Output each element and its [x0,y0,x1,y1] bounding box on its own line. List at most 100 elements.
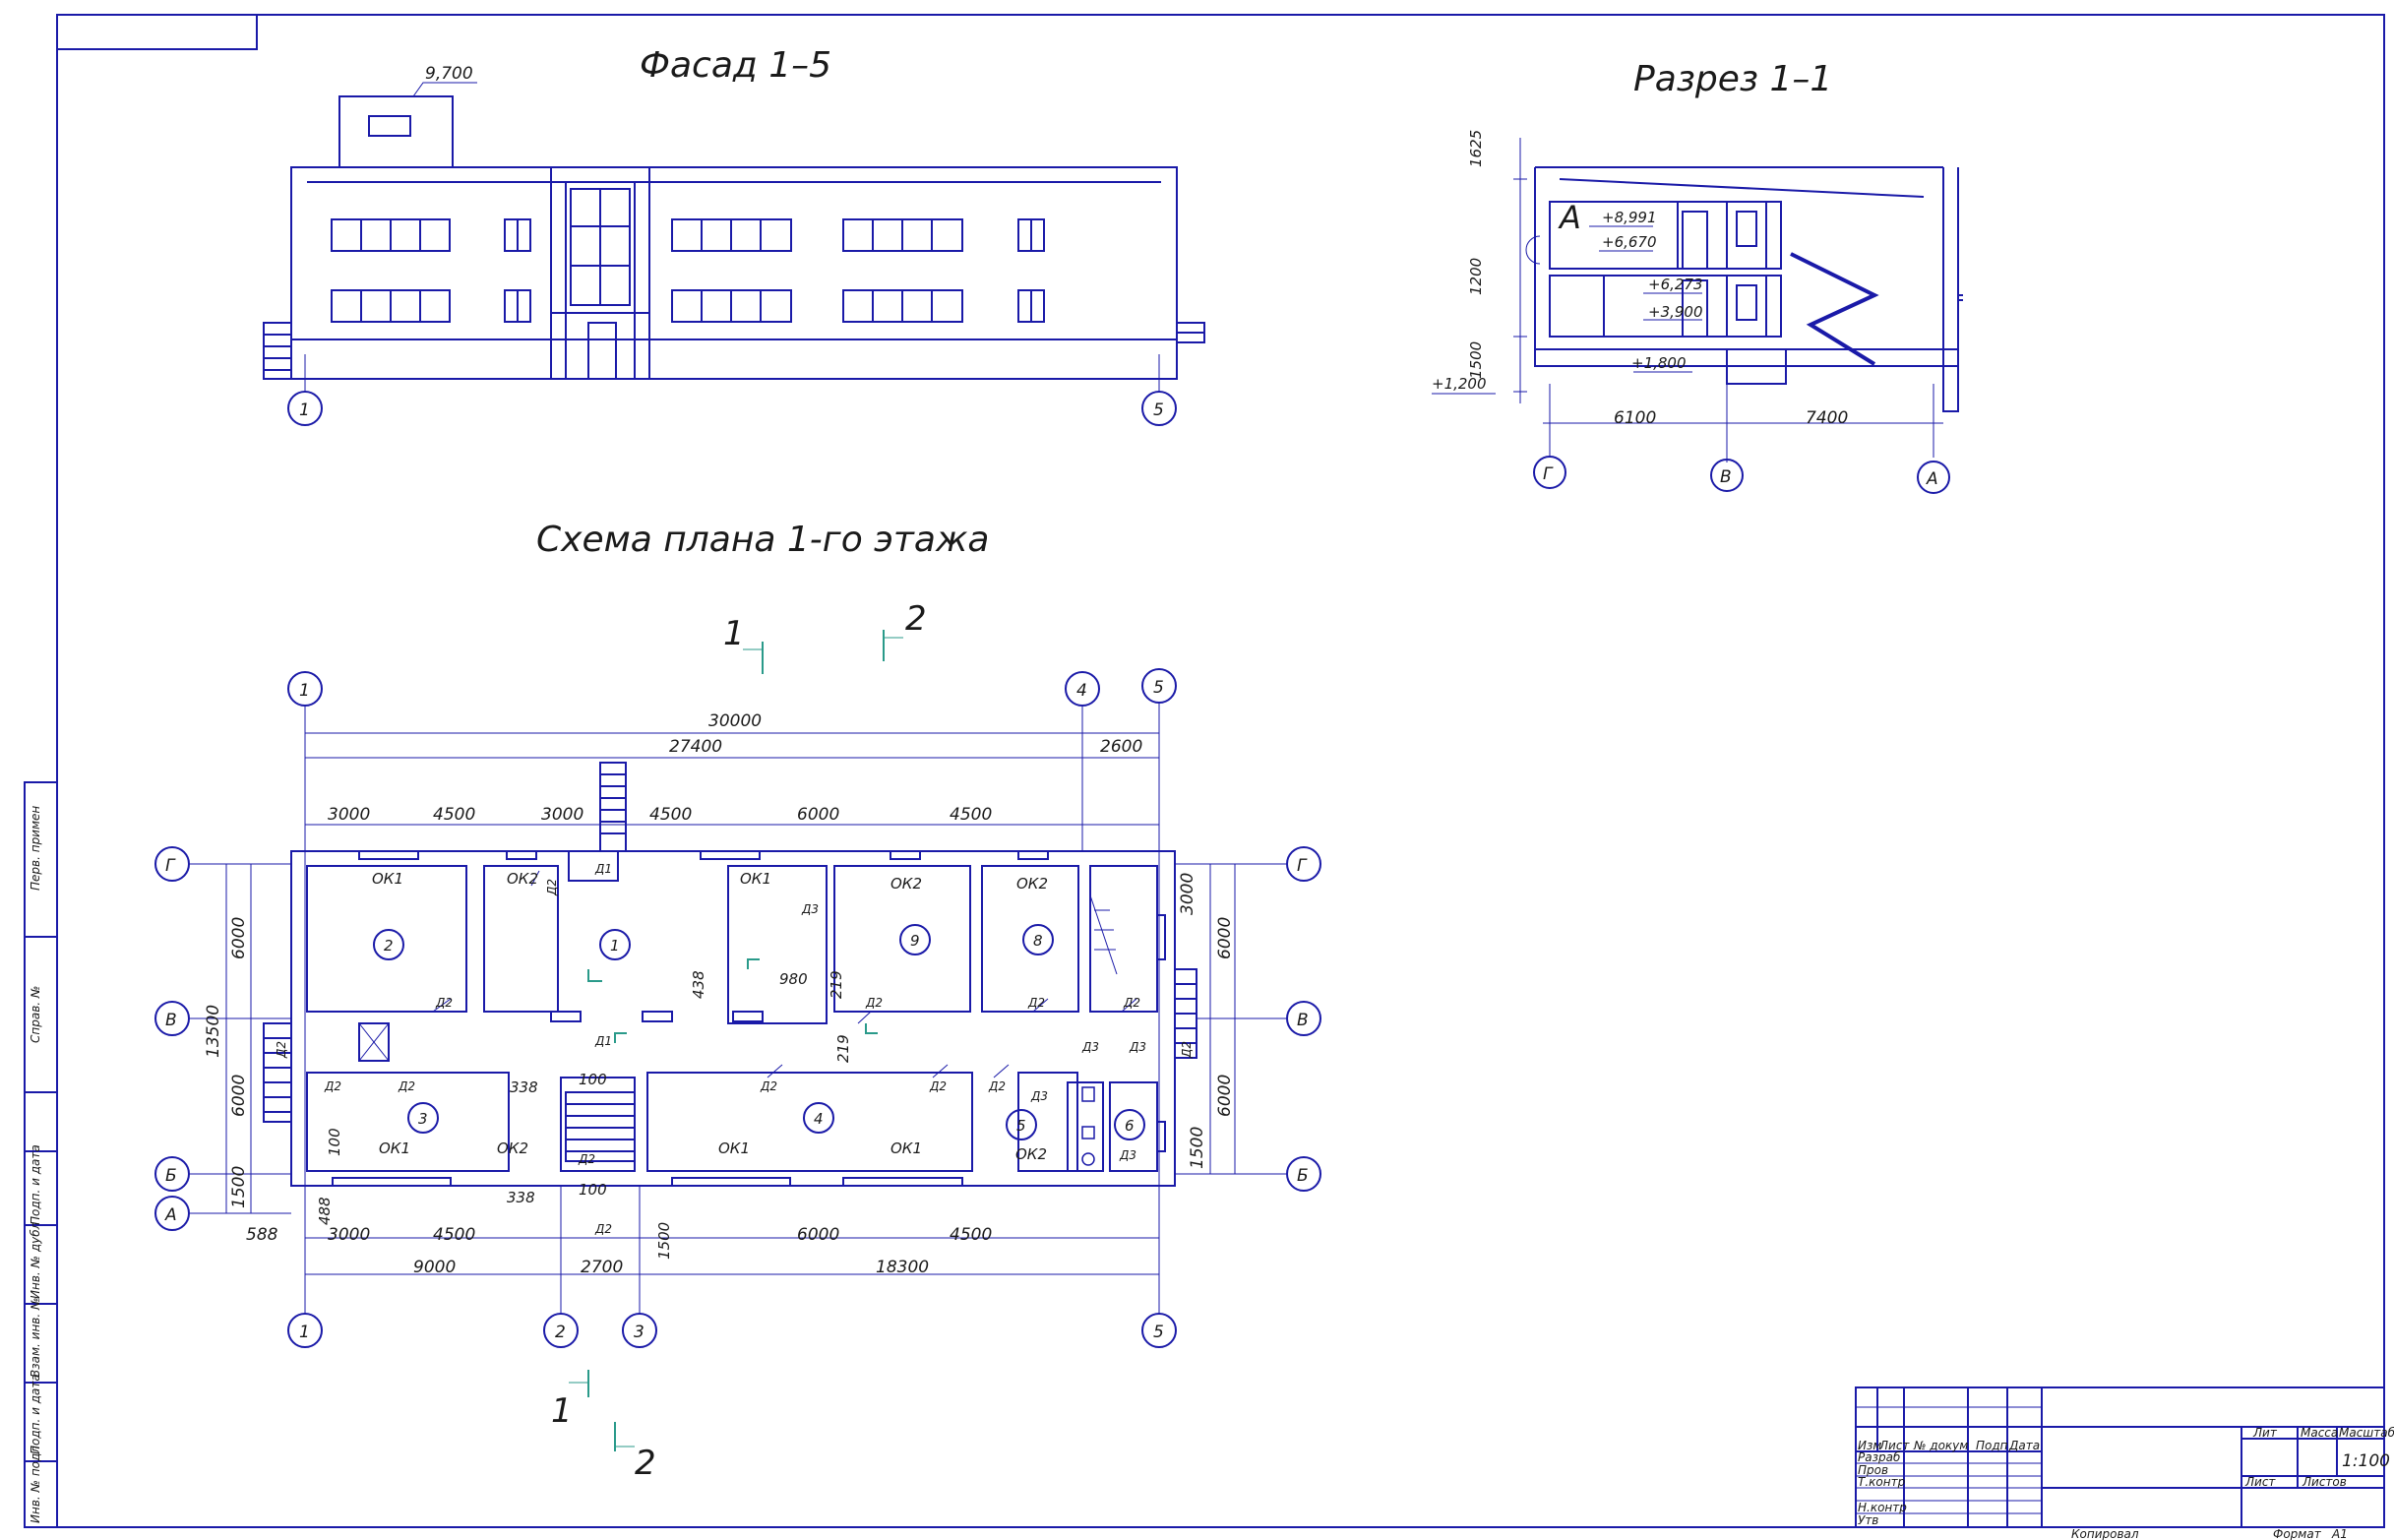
dim-right: 6000 [1215,1075,1235,1117]
dim-misc: 488 [316,1197,334,1225]
room-number: 2 [384,937,394,955]
door-mark: Д2 [1027,996,1045,1010]
level-mark: +6,670 [1602,233,1657,251]
cut-label: 2 [905,599,927,639]
cut-label: 1 [551,1391,573,1431]
roof-mark: 9,700 [425,64,473,84]
door-mark: Д2 [760,1079,777,1093]
tb-header: Изм [1858,1439,1881,1452]
facade-view: Фасад 1–5 [263,45,1205,426]
dim-left: 6000 [229,1075,249,1117]
stamp-label: Перв. примен [29,806,42,891]
room-number: 6 [1125,1117,1135,1135]
door-mark: Д2 [275,1041,288,1059]
tb-header: № докум [1913,1439,1968,1452]
door-mark: Д3 [1129,1040,1146,1054]
tb-header: Дата [2008,1439,2040,1452]
axis-label: Б [165,1166,177,1186]
level-mark: +6,273 [1648,276,1703,293]
level-mark: +3,900 [1648,303,1703,321]
section-zone: А [1558,199,1581,236]
dim-top: 4500 [433,805,475,825]
tb-scale-label: Масштаб [2339,1426,2394,1440]
stamp-label: Взам. инв. № [29,1298,42,1378]
door-mark: Д3 [1119,1148,1136,1162]
section-dim: 1500 [1467,341,1485,379]
dim-bottom: 588 [246,1225,278,1245]
dim-misc: 338 [510,1078,538,1096]
door-mark: Д2 [1123,996,1140,1010]
room-number: 9 [910,932,920,950]
door-mark: Д1 [594,862,612,876]
dim-bottom: 18300 [876,1258,929,1277]
dim-right: 1500 [1188,1127,1207,1169]
window-mark: ОК1 [890,1140,922,1157]
dim-misc: 338 [507,1189,535,1206]
door-mark: Д2 [865,996,883,1010]
tb-header: Лист [1878,1439,1910,1452]
facade-outline [290,166,1178,380]
axis-label: В [165,1011,177,1030]
tb-sheet: Лист [2244,1475,2276,1489]
door-mark: Д2 [545,879,559,896]
title-block: Изм Лист № докум Подп Дата Разраб Пров Т… [1855,1386,2394,1540]
dim-misc: 100 [579,1071,607,1088]
sheet-frame [56,14,2385,1528]
dim-top: 3000 [541,805,583,825]
axis-label: 5 [1153,1323,1164,1342]
axis-label: Г [165,856,176,876]
axis-label: В [1720,467,1732,487]
dim-misc: 100 [326,1128,343,1156]
axis-label: 4 [1076,681,1087,701]
door-mark: Д3 [1081,1040,1099,1054]
dim-left: 1500 [229,1166,249,1208]
tb-role: Т.контр [1858,1475,1906,1489]
room-number: 3 [418,1110,428,1128]
dim-misc: 980 [779,970,808,988]
dim-right: 6000 [1215,917,1235,959]
section-dim: 1200 [1467,258,1485,295]
dim-right: 3000 [1178,873,1197,915]
stamp-label: Подп. и дата [29,1374,42,1454]
dim-misc: 1500 [655,1222,673,1260]
section-dim: 6100 [1614,408,1656,428]
door-mark: Д2 [578,1152,595,1166]
window-mark: ОК2 [507,870,538,888]
room-number: 5 [1016,1117,1026,1135]
tb-role: Пров [1858,1463,1888,1477]
door-mark: Д3 [1030,1089,1048,1103]
door-mark: Д2 [929,1079,947,1093]
side-stamp [24,781,58,1528]
tb-header: Подп [1976,1439,2008,1452]
level-mark: +8,991 [1602,209,1657,226]
plan-title: Схема плана 1-го этажа [536,520,989,560]
window-mark: ОК2 [890,875,922,893]
stamp-label: Подп. и дата [29,1144,42,1225]
tb-format: А1 [2331,1527,2348,1540]
dim-overall: 30000 [708,711,762,731]
tb-lit: Лит [2252,1426,2278,1440]
cut-label: 2 [635,1444,656,1483]
dim-left: 13500 [204,1005,223,1058]
axis-label: Г [1543,464,1554,484]
door-mark: Д2 [594,1222,612,1236]
axis-label: 1 [299,681,310,701]
section-dim: 7400 [1806,408,1848,428]
level-mark: +1,800 [1631,354,1687,372]
tb-copied: Копировал [2071,1527,2139,1540]
dim-bottom: 4500 [950,1225,992,1245]
dim-misc: 438 [690,970,707,999]
plan-view: Схема плана 1-го этажа 1 2 1 2 [154,520,1321,1483]
window-mark: ОК1 [379,1140,410,1157]
section-dim: 1625 [1467,130,1485,167]
tb-scale: 1:100 [2342,1451,2390,1471]
window-mark: ОК2 [497,1140,528,1157]
level-mark: +1,200 [1432,375,1487,393]
room-number: 4 [814,1110,824,1128]
section-title: Разрез 1–1 [1633,59,1832,99]
door-mark: Д1 [594,1034,612,1048]
dim-top: 4500 [649,805,692,825]
window-mark: ОК1 [372,870,403,888]
door-mark: Д2 [1180,1041,1194,1059]
